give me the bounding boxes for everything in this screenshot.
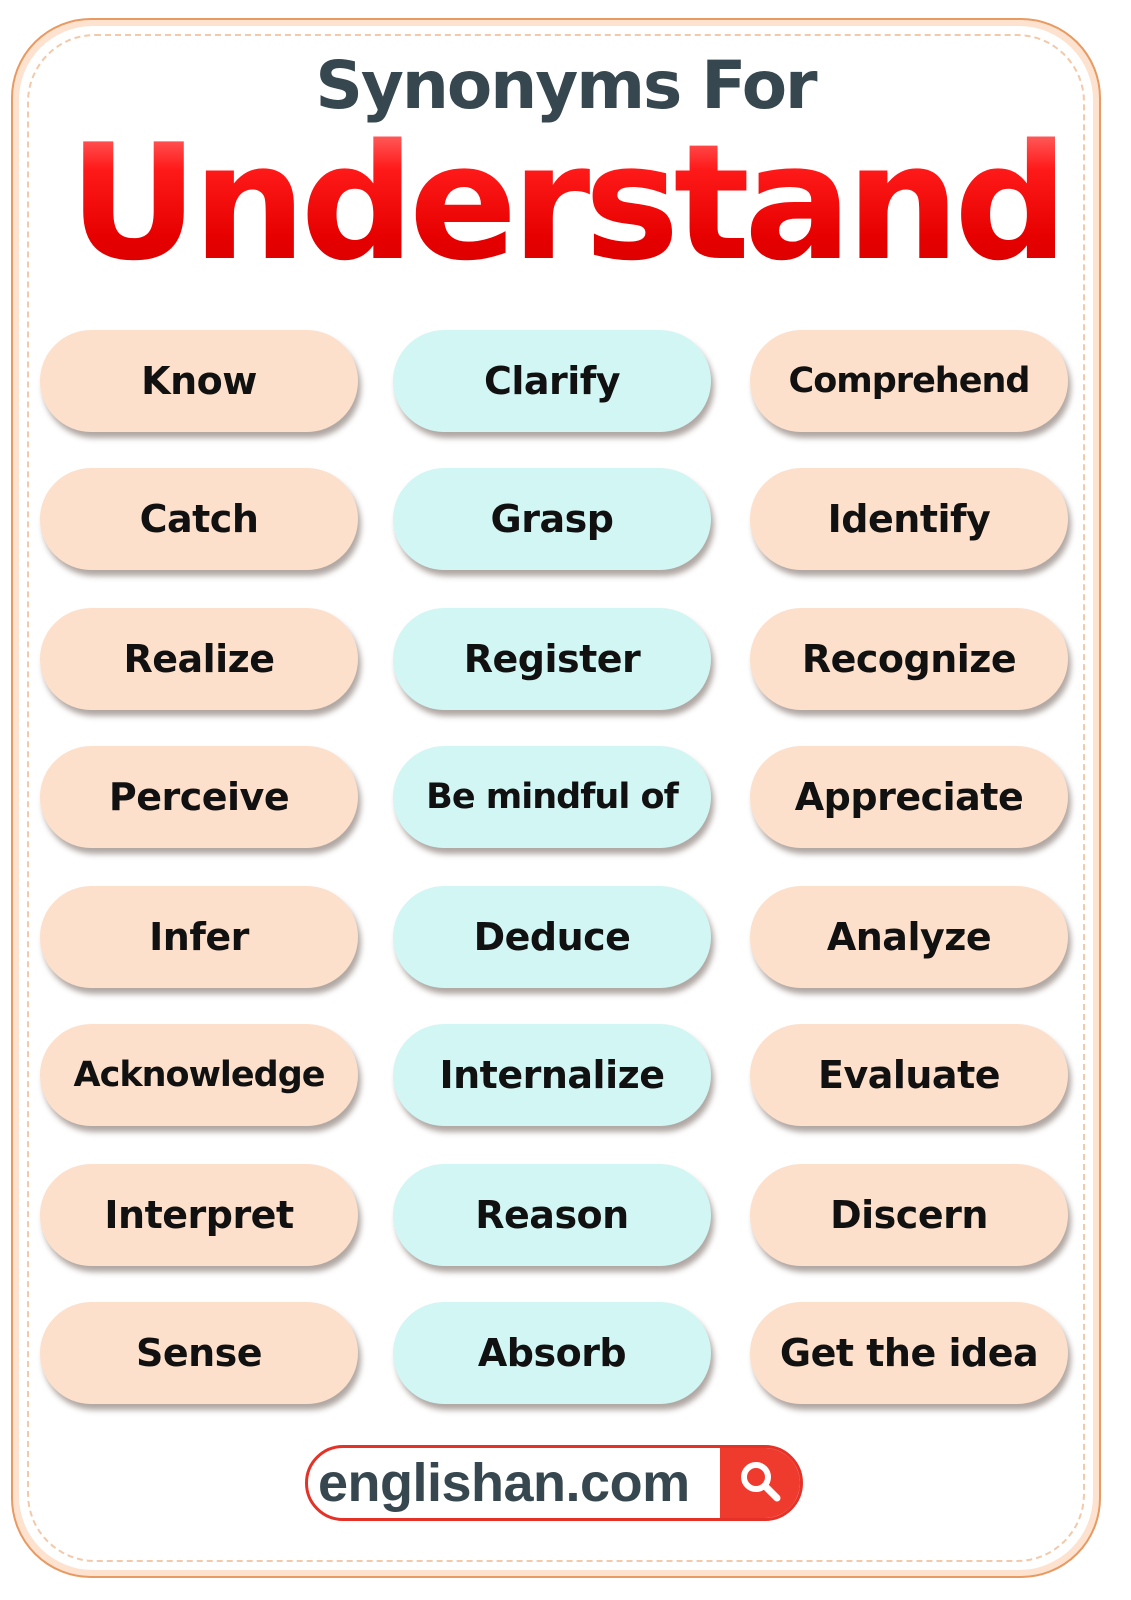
synonym-catch: Catch — [40, 468, 358, 570]
synonym-acknowledge: Acknowledge — [40, 1024, 358, 1126]
synonym-discern: Discern — [750, 1164, 1068, 1266]
synonym-identify: Identify — [750, 468, 1068, 570]
synonym-grasp: Grasp — [393, 468, 711, 570]
synonym-reason: Reason — [393, 1164, 711, 1266]
website-url[interactable]: englishan.com — [318, 1453, 690, 1513]
synonym-analyze: Analyze — [750, 886, 1068, 988]
synonym-get-the-idea: Get the idea — [750, 1302, 1068, 1404]
website-search-bar[interactable]: englishan.com — [305, 1445, 803, 1521]
synonym-evaluate: Evaluate — [750, 1024, 1068, 1126]
synonym-infer: Infer — [40, 886, 358, 988]
card-dashed-border — [27, 34, 1085, 1562]
synonym-comprehend: Comprehend — [750, 330, 1068, 432]
synonym-appreciate: Appreciate — [750, 746, 1068, 848]
synonym-perceive: Perceive — [40, 746, 358, 848]
search-button[interactable] — [720, 1448, 800, 1518]
synonym-deduce: Deduce — [393, 886, 711, 988]
synonym-interpret: Interpret — [40, 1164, 358, 1266]
synonym-be-mindful-of: Be mindful of — [393, 746, 711, 848]
synonym-absorb: Absorb — [393, 1302, 711, 1404]
synonym-register: Register — [393, 608, 711, 710]
synonym-realize: Realize — [40, 608, 358, 710]
synonym-internalize: Internalize — [393, 1024, 711, 1126]
synonym-recognize: Recognize — [750, 608, 1068, 710]
synonym-sense: Sense — [40, 1302, 358, 1404]
synonym-clarify: Clarify — [393, 330, 711, 432]
search-icon — [736, 1457, 784, 1509]
page-subtitle: Synonyms For — [315, 47, 817, 124]
page-title: Understand — [0, 118, 1131, 288]
synonym-know: Know — [40, 330, 358, 432]
